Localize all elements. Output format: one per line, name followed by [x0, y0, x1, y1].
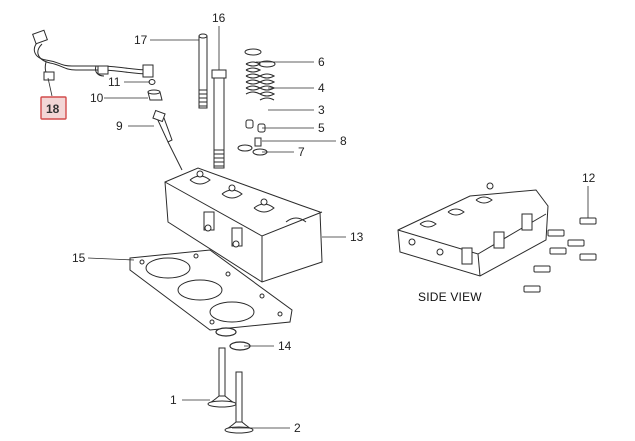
callout-6[interactable]: 6 — [318, 55, 325, 69]
callout-15[interactable]: 15 — [72, 251, 86, 265]
stud-part-17[interactable] — [198, 33, 208, 109]
leader-lines — [47, 26, 589, 429]
glow-plug-part-9[interactable] — [152, 109, 183, 171]
callout-16[interactable]: 16 — [212, 11, 226, 25]
callout-12[interactable]: 12 — [582, 171, 596, 185]
head-gasket-part-15[interactable] — [129, 249, 293, 331]
callout-14[interactable]: 14 — [278, 339, 292, 353]
callout-2[interactable]: 2 — [294, 421, 301, 435]
callout-1[interactable]: 1 — [170, 393, 177, 407]
wiring-harness[interactable] — [32, 29, 154, 81]
head-bolt-part-16[interactable] — [211, 69, 227, 169]
callout-10[interactable]: 10 — [90, 91, 104, 105]
valve-seat-insert-part-14[interactable] — [215, 327, 251, 351]
spring-seat-washer-part-7[interactable] — [237, 144, 268, 156]
valve-guide-part-8[interactable] — [254, 137, 262, 147]
side-view-caption: SIDE VIEW — [418, 290, 482, 304]
callout-3[interactable]: 3 — [318, 103, 325, 117]
callout-18-selected[interactable]: 18 — [40, 96, 67, 120]
sleeve-part-10[interactable] — [147, 89, 163, 101]
valve-spring-part-4[interactable] — [245, 61, 276, 101]
cylinder-head-part-13[interactable] — [164, 167, 323, 283]
callout-7[interactable]: 7 — [298, 145, 305, 159]
intake-valve-part-1[interactable] — [207, 347, 237, 408]
callout-8[interactable]: 8 — [340, 134, 347, 148]
callout-18[interactable]: 18 — [46, 102, 60, 116]
callout-13[interactable]: 13 — [350, 230, 364, 244]
side-bolts-part-12[interactable] — [523, 217, 597, 293]
callout-17[interactable]: 17 — [134, 33, 148, 47]
valve-stem-seal-part-5[interactable] — [245, 119, 266, 133]
callout-4[interactable]: 4 — [318, 81, 325, 95]
callout-9[interactable]: 9 — [116, 119, 123, 133]
cylinder-head-side-view — [397, 182, 549, 277]
callout-5[interactable]: 5 — [318, 121, 325, 135]
callout-11[interactable]: 11 — [108, 75, 121, 89]
